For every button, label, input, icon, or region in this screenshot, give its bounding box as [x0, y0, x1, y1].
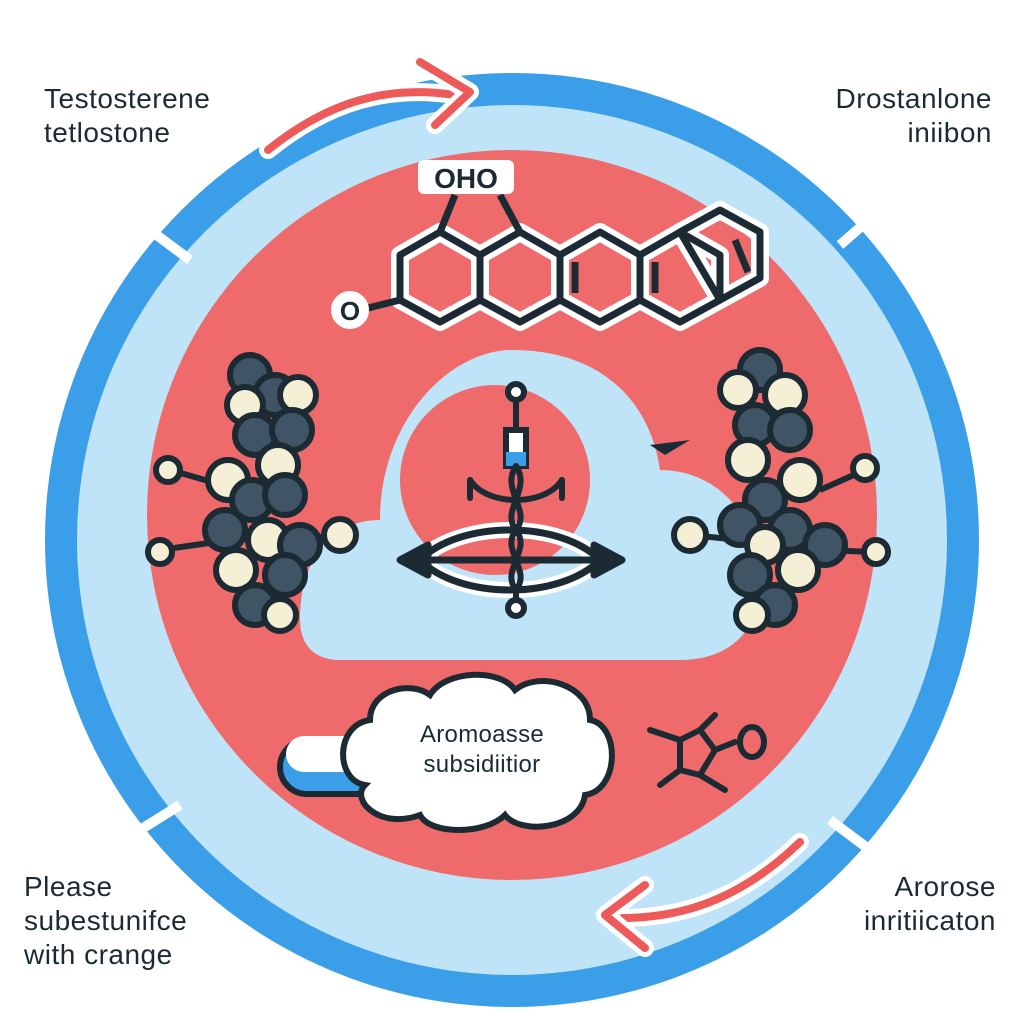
- label-top-left-line-2: tetlostone: [44, 117, 171, 148]
- atom-cluster-right-icon: [650, 347, 891, 634]
- label-top-right: Drostanlone iniibon: [836, 82, 992, 150]
- cloud-bubble-icon: [277, 671, 615, 833]
- label-top-right-line-2: iniibon: [907, 117, 992, 148]
- bubble-label: Aromoasse subsidiitior: [372, 720, 592, 780]
- label-bottom-left: Please subestunifce with crange: [24, 870, 187, 972]
- double-arrow-icon: [396, 522, 626, 598]
- bubble-label-line-1: Aromoasse: [419, 721, 545, 748]
- label-bottom-right-line-2: inritiicaton: [863, 905, 996, 936]
- probe-icon: [467, 381, 565, 619]
- oho-label: OHO: [434, 163, 498, 194]
- label-bottom-left-line-2: subestunifce: [24, 905, 188, 936]
- ring-segment-marks: [137, 206, 884, 854]
- label-bottom-left-line-3: with crange: [24, 939, 173, 970]
- label-bottom-right-line-1: Arorose: [894, 871, 996, 902]
- label-top-left-line-1: Testosterene: [44, 83, 211, 114]
- label-bottom-left-line-1: Please: [24, 871, 113, 902]
- cycle-arrow-bottom-icon: [596, 833, 809, 957]
- label-bottom-right: Arorose inritiicaton: [864, 870, 996, 938]
- atom-cluster-left-icon: [145, 352, 359, 634]
- bubble-label-line-2: subsidiitior: [423, 751, 541, 778]
- molecule-structure-icon: O OHO: [331, 160, 769, 331]
- cycle-arrow-top-icon: [259, 53, 479, 159]
- label-top-left: Testosterene tetlostone: [44, 82, 210, 150]
- small-molecule-icon: [647, 712, 767, 793]
- oxygen-label-left: O: [340, 296, 360, 326]
- label-top-right-line-1: Drostanlone: [835, 83, 992, 114]
